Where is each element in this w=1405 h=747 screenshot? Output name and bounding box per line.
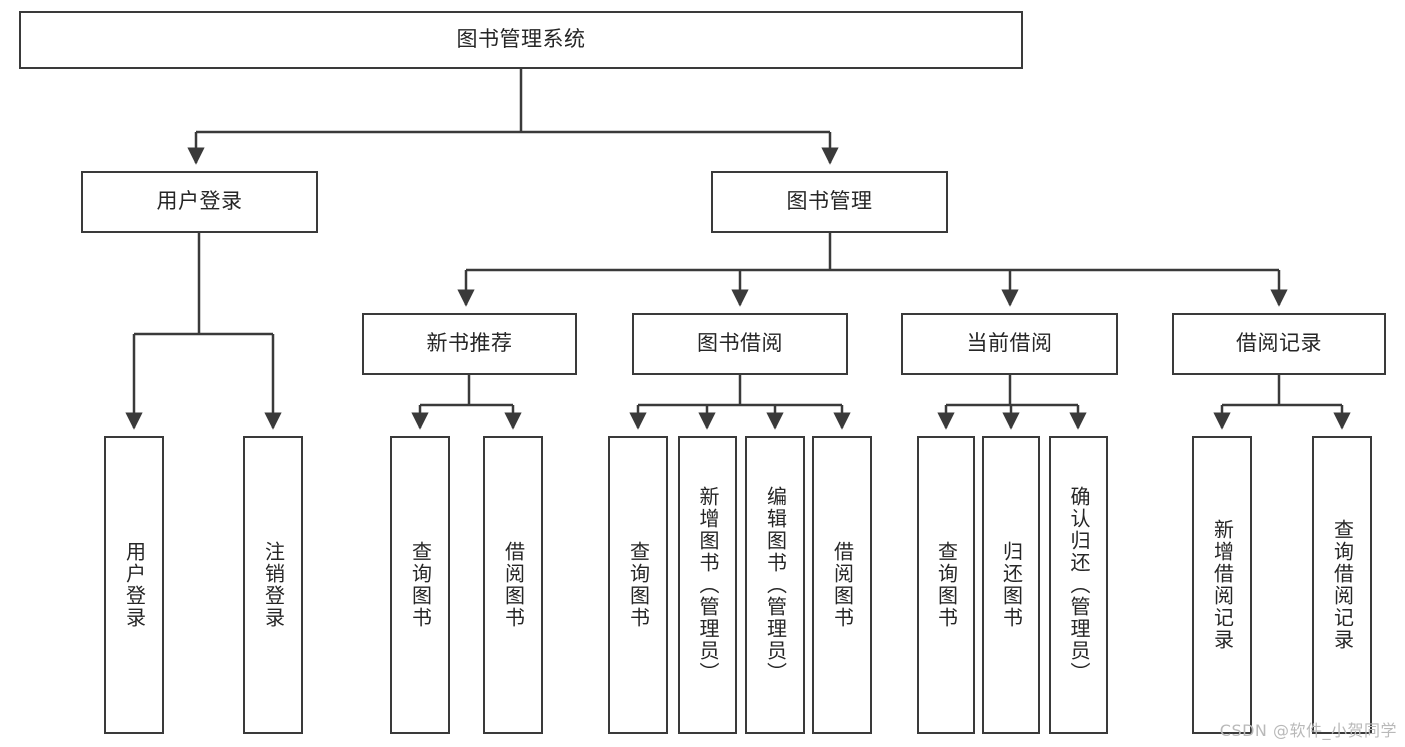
leaf-label: 编辑图书（管理员） — [763, 486, 788, 684]
node-current-borrow[interactable]: 当前借阅 — [901, 313, 1118, 375]
leaf-label: 查询图书 — [408, 541, 433, 629]
leaf-confirm-return-admin[interactable]: 确认归还（管理员） — [1049, 436, 1108, 734]
leaf-label: 确认归还（管理员） — [1067, 486, 1091, 684]
leaf-label: 注销登录 — [261, 541, 286, 629]
leaf-borrow-book-1[interactable]: 借阅图书 — [483, 436, 543, 734]
leaf-label: 归还图书 — [999, 541, 1024, 629]
leaf-query-book-1[interactable]: 查询图书 — [390, 436, 450, 734]
node-user-login[interactable]: 用户登录 — [81, 171, 318, 233]
leaf-query-book-2[interactable]: 查询图书 — [608, 436, 668, 734]
leaf-label: 新增图书（管理员） — [696, 486, 720, 684]
node-borrow-records[interactable]: 借阅记录 — [1172, 313, 1386, 375]
leaf-label: 查询借阅记录 — [1330, 519, 1355, 651]
leaf-label: 查询图书 — [934, 541, 959, 629]
node-new-book-recommend[interactable]: 新书推荐 — [362, 313, 577, 375]
leaf-label: 查询图书 — [626, 541, 651, 629]
node-book-management[interactable]: 图书管理 — [711, 171, 948, 233]
leaf-add-borrow-record[interactable]: 新增借阅记录 — [1192, 436, 1252, 734]
leaf-edit-book-admin[interactable]: 编辑图书（管理员） — [745, 436, 805, 734]
leaf-label: 用户登录 — [122, 541, 147, 629]
node-book-borrow[interactable]: 图书借阅 — [632, 313, 848, 375]
leaf-logout[interactable]: 注销登录 — [243, 436, 303, 734]
leaf-label: 新增借阅记录 — [1210, 519, 1235, 651]
leaf-return-book[interactable]: 归还图书 — [982, 436, 1040, 734]
csdn-watermark: CSDN @软件_小贺同学 — [1219, 721, 1397, 740]
leaf-user-login[interactable]: 用户登录 — [104, 436, 164, 734]
node-root-system[interactable]: 图书管理系统 — [19, 11, 1023, 69]
leaf-query-borrow-record[interactable]: 查询借阅记录 — [1312, 436, 1372, 734]
leaf-add-book-admin[interactable]: 新增图书（管理员） — [678, 436, 737, 734]
leaf-label: 借阅图书 — [501, 541, 526, 629]
leaf-query-book-3[interactable]: 查询图书 — [917, 436, 975, 734]
leaf-borrow-book-2[interactable]: 借阅图书 — [812, 436, 872, 734]
leaf-label: 借阅图书 — [830, 541, 855, 629]
